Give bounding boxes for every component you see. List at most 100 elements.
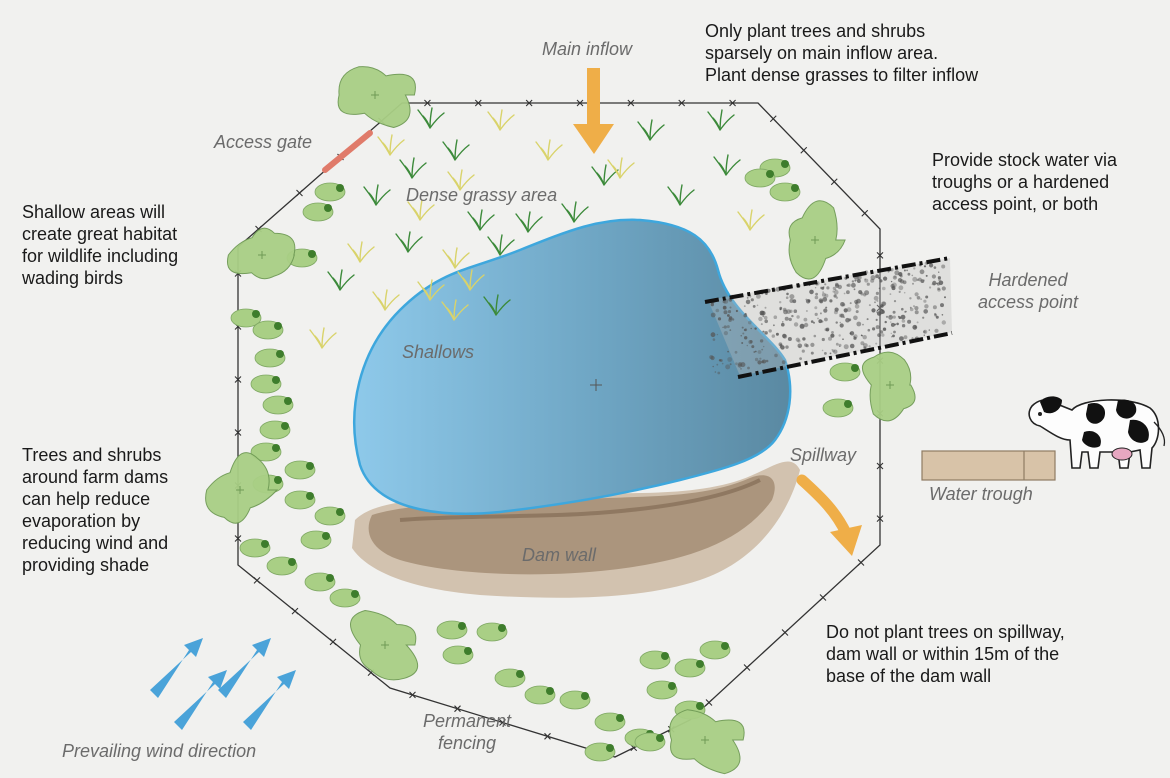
gravel-stone — [923, 334, 925, 336]
gravel-stone — [944, 296, 946, 299]
hardened-access-point — [704, 256, 953, 379]
gravel-stone — [868, 345, 871, 348]
fence-post — [454, 705, 461, 713]
gravel-stone — [831, 331, 834, 334]
gravel-stone — [768, 329, 772, 333]
gravel-stone — [890, 332, 892, 335]
gravel-stone — [898, 285, 904, 291]
shrub-berry — [272, 376, 280, 384]
fence-post — [857, 559, 865, 566]
shrub-berry — [306, 492, 314, 500]
gravel-stone — [745, 299, 751, 305]
dam-center-marker — [590, 379, 602, 391]
gravel-stone — [833, 349, 838, 354]
gravel-stone — [860, 292, 864, 296]
tree-center — [381, 641, 389, 649]
gravel-stone — [785, 345, 789, 349]
fence-post — [499, 719, 506, 726]
grass-tuft — [737, 209, 765, 231]
shrub-berry — [581, 692, 589, 700]
fence-post — [743, 664, 751, 671]
gravel-stone — [789, 294, 795, 300]
grass-tuft — [417, 279, 445, 301]
gravel-stone — [938, 288, 940, 291]
gravel-stone — [875, 274, 879, 279]
gravel-stone — [810, 351, 814, 355]
gravel-stone — [782, 321, 784, 323]
grass-tuft — [487, 234, 515, 256]
fence-post — [876, 515, 884, 523]
grass-tuft — [637, 119, 665, 141]
fence-post — [234, 376, 242, 383]
gravel-stone — [716, 363, 719, 366]
shrub-berry — [851, 364, 859, 372]
gravel-stone — [793, 309, 798, 314]
grass-tuft — [713, 154, 741, 176]
gravel-stone — [756, 304, 759, 307]
shrub-berry — [324, 204, 332, 212]
gravel-stone — [822, 291, 824, 293]
gravel-stone — [938, 280, 944, 286]
cow-illustration — [1028, 396, 1166, 469]
gravel-stone — [729, 363, 732, 366]
grass-tuft — [591, 164, 619, 186]
shrub-berry — [844, 400, 852, 408]
gravel-stone — [877, 333, 881, 337]
gravel-stone — [940, 303, 944, 308]
gravel-stone — [725, 364, 731, 370]
inflow-planting-note: Only plant trees and shrubs sparsely on … — [705, 21, 979, 85]
gravel-stone — [803, 322, 809, 328]
gravel-stone — [879, 309, 885, 315]
gravel-stone — [873, 295, 879, 301]
gravel-stone — [741, 342, 744, 344]
gravel-stone — [851, 280, 855, 283]
gravel-stone — [710, 355, 715, 361]
gravel-stone — [759, 357, 762, 360]
shrub-berry — [252, 310, 260, 318]
gravel-stone — [718, 359, 722, 362]
gravel-stone — [740, 335, 742, 337]
access-gate — [322, 130, 373, 173]
gravel-stone — [820, 286, 823, 290]
gravel-stone — [793, 322, 799, 327]
grass-tuft — [407, 199, 435, 221]
gravel-stone — [710, 332, 716, 338]
gravel-stone — [839, 345, 841, 347]
gravel-stone — [835, 342, 839, 346]
gravel-stone — [853, 315, 858, 321]
gravel-stone — [716, 333, 719, 336]
gravel-stone — [871, 308, 876, 313]
gravel-stone — [779, 301, 782, 304]
fence-post — [291, 607, 299, 615]
gravel-stone — [743, 313, 748, 318]
gravel-stone — [832, 286, 836, 290]
gravel-stone — [753, 351, 756, 353]
gravel-stone — [866, 318, 869, 321]
gravel-stone — [890, 322, 895, 327]
shallows-label: Shallows — [402, 342, 475, 362]
hardened-access-point-label: Hardened access point — [977, 270, 1079, 312]
gravel-stone — [734, 350, 738, 354]
fence-post — [729, 99, 736, 107]
gravel-stone — [833, 294, 837, 298]
gravel-stone — [757, 350, 762, 354]
grass-tuft — [309, 327, 337, 349]
gravel-stone — [824, 293, 829, 298]
fence-post — [576, 99, 584, 107]
gravel-stone — [823, 308, 828, 313]
permanent-fencing-label: Permanent fencing — [422, 711, 512, 753]
gravel-stone — [878, 277, 881, 280]
gravel-stone — [863, 346, 867, 350]
grass-tuft — [442, 139, 470, 161]
gravel-stone — [821, 292, 826, 297]
gravel-stone — [728, 316, 733, 320]
gravel-stone — [828, 336, 832, 341]
gravel-stone — [931, 274, 937, 279]
gravel-stone — [912, 276, 918, 282]
gravel-stone — [929, 263, 934, 268]
gravel-stone — [723, 325, 727, 329]
gravel-stone — [831, 349, 833, 351]
gravel-stone — [880, 301, 886, 307]
tree-canopy — [669, 709, 745, 775]
gravel-stone — [761, 360, 764, 364]
